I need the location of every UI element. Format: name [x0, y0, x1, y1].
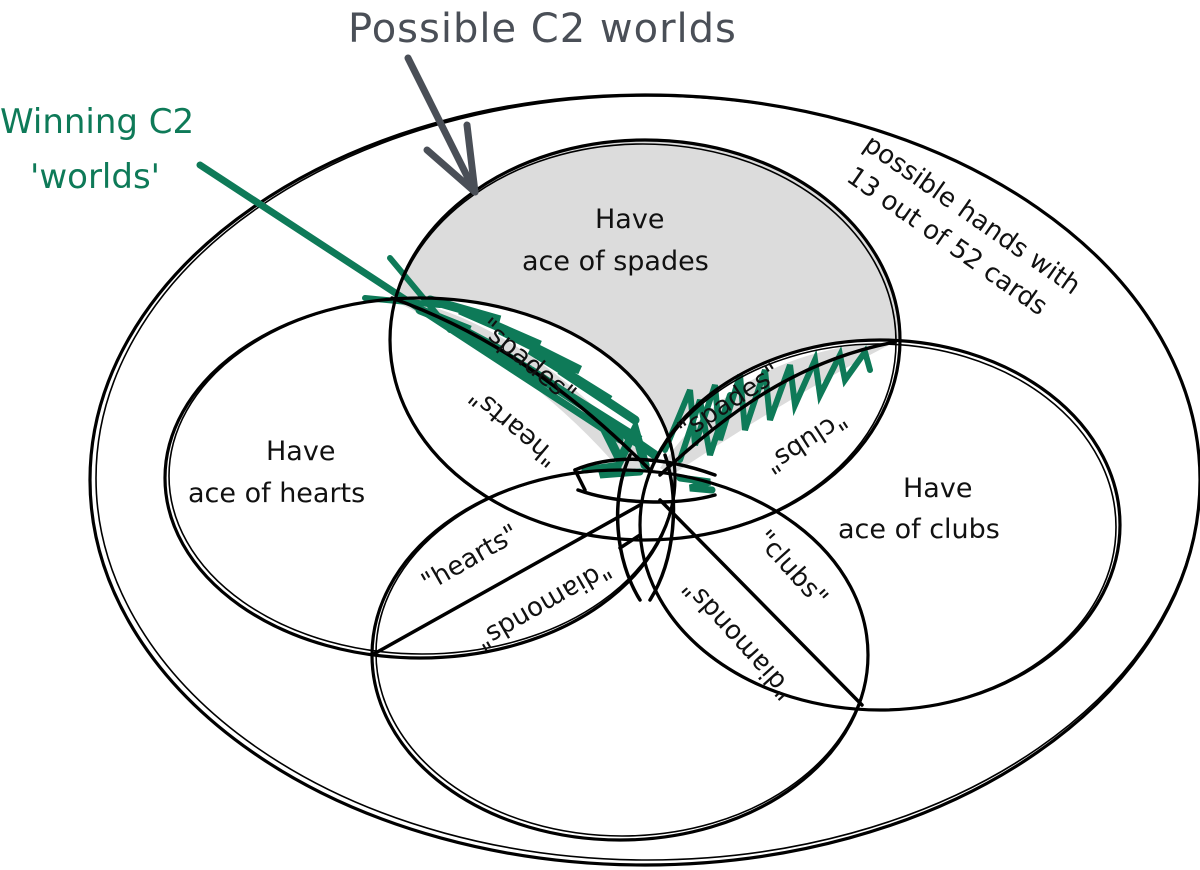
winning-label-line2: 'worlds' [30, 157, 160, 197]
lens-dividers [370, 296, 897, 707]
universe-ellipse [88, 93, 1200, 867]
lens-clubs-diamonds-label-clubs: "clubs" [750, 525, 834, 613]
spades-label-line2: ace of spades [522, 246, 709, 277]
divider-clubs-diamonds [658, 498, 864, 707]
divider-spades-hearts [390, 296, 652, 472]
hearts-label-line2: ace of hearts [188, 478, 365, 509]
clubs-label-line2: ace of clubs [838, 514, 1000, 545]
spades-label-line1: Have [595, 204, 664, 235]
divider-hearts-diamonds [370, 503, 642, 657]
diagram-title: Possible C2 worlds [348, 6, 737, 52]
winning-label-line1: Winning C2 [0, 102, 194, 142]
divider-spades-clubs [658, 340, 897, 477]
lens-clubs-diamonds-label-diamonds: "diamonds" [677, 573, 801, 706]
lens-hearts-diamonds-label-hearts: "hearts" [417, 519, 524, 598]
possible-worlds-arrow-icon [404, 54, 479, 196]
lens-hearts-diamonds-label-diamonds: "diamonds" [470, 554, 616, 656]
clubs-label-line1: Have [903, 473, 972, 504]
hearts-label-line1: Have [266, 436, 335, 467]
